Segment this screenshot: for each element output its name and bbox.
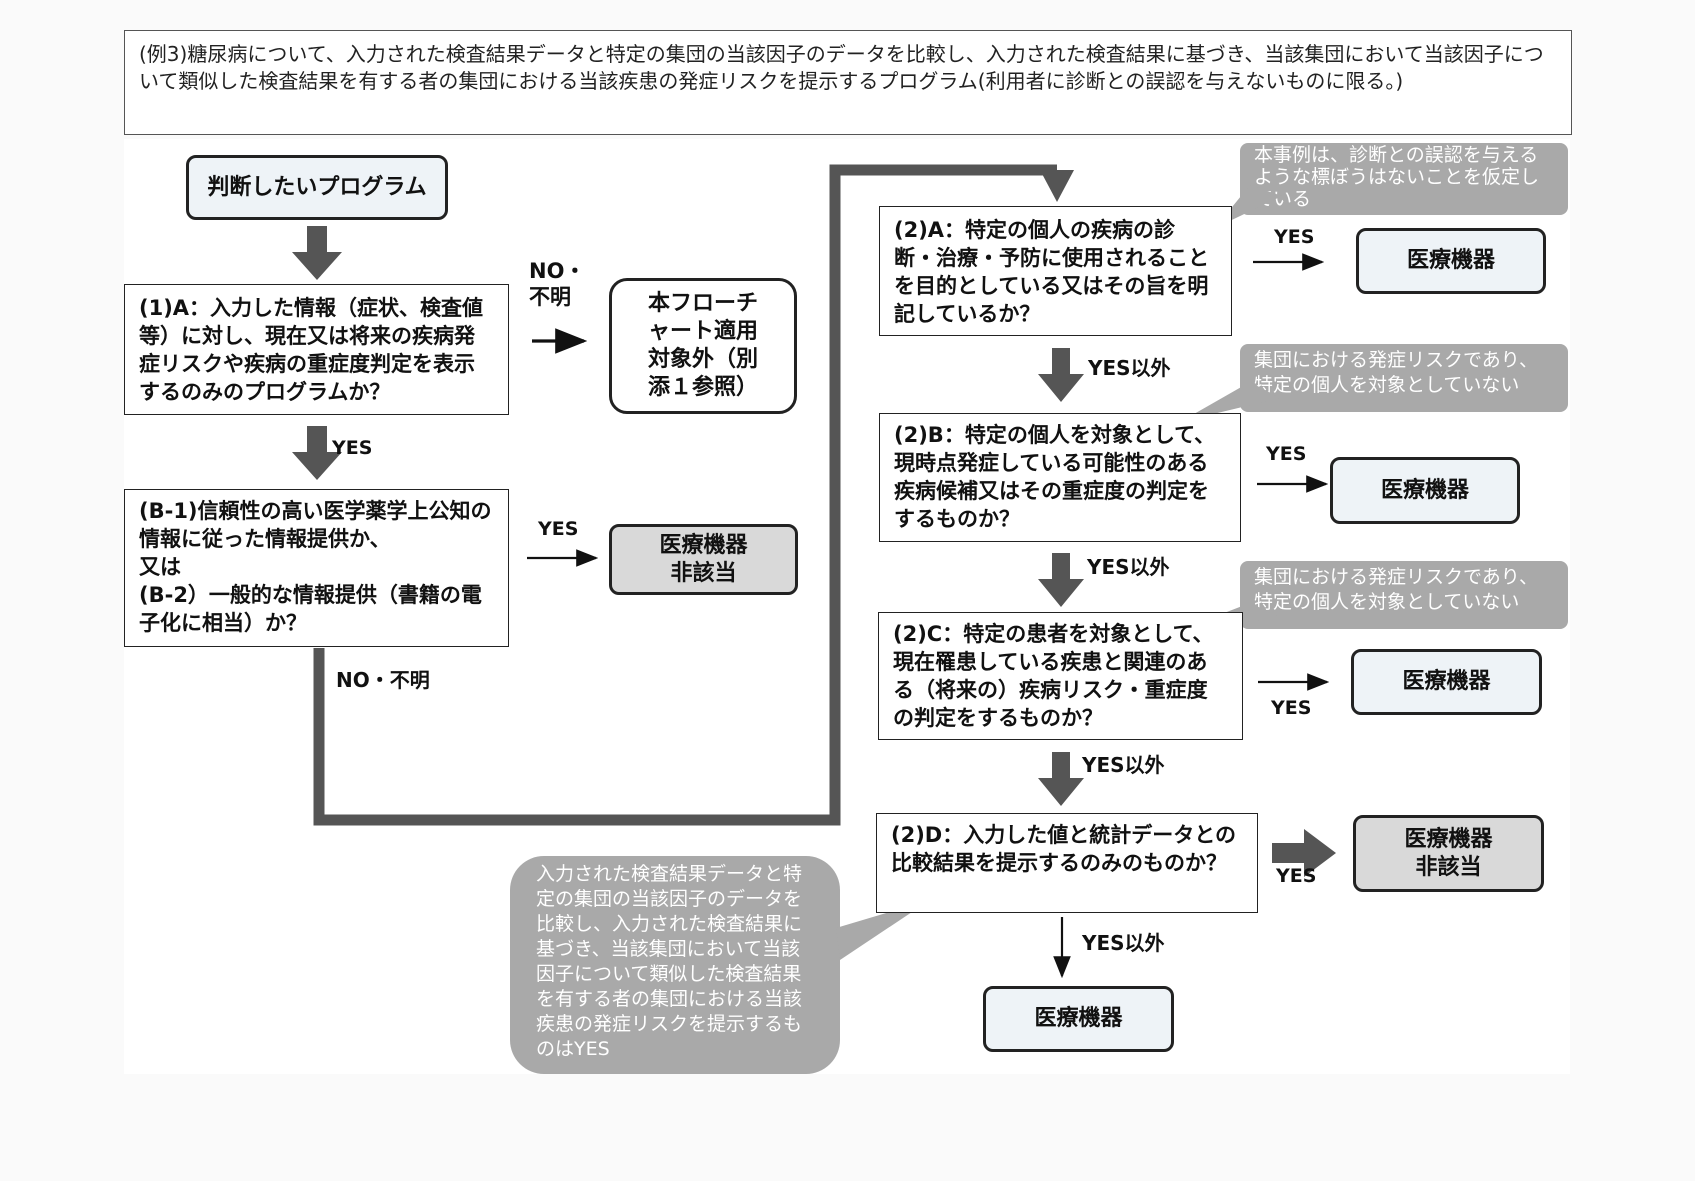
callout-2d: 入力された検査結果データと特定の集団の当該因子のデータを比較し、入力された検査結…: [510, 856, 840, 1074]
question-2c: (2)C：特定の患者を対象として、現在罹患している疾患と関連のある（将来の）疾病…: [878, 612, 1243, 740]
label-not-yes-2b: YES以外: [1087, 555, 1170, 579]
outcome-final-device: 医療機器: [983, 986, 1174, 1052]
outcome-b-not-device: 医療機器 非該当: [609, 524, 798, 595]
outcome-excluded: 本フローチャート適用対象外（別添１参照）: [609, 278, 797, 414]
label-yes-2d: YES: [1276, 865, 1317, 887]
question-2d: (2)D：入力した値と統計データとの比較結果を提示するのみのものか？: [876, 813, 1258, 913]
question-b: (B-1)信頼性の高い医学薬学上公知の情報に従った情報提供か、 又は (B-2）…: [124, 489, 509, 647]
down-arrows: [292, 170, 1336, 877]
callout-2a: 本事例は、診断との誤認を与えるような標ぼうはないことを仮定している: [1240, 143, 1568, 215]
outcome-2a-device: 医療機器: [1356, 228, 1546, 294]
question-1a: (1)A：入力した情報（症状、検査値等）に対し、現在又は将来の疾病発症リスクや疾…: [124, 284, 509, 415]
label-yes-2a: YES: [1274, 226, 1315, 248]
example-description: (例3)糖尿病について、入力された検査結果データと特定の集団の当該因子のデータを…: [124, 30, 1572, 135]
label-no-unknown-1a: NO・ 不明: [529, 259, 586, 309]
start-box: 判断したいプログラム: [186, 155, 448, 220]
label-yes-1a: YES: [332, 437, 373, 459]
callout-2d-pointer: [836, 900, 930, 960]
question-2a: (2)A：特定の個人の疾病の診断・治療・予防に使用されることを目的としている又は…: [879, 206, 1232, 336]
label-yes-b: YES: [538, 518, 579, 540]
label-no-unknown-b: NO・不明: [336, 668, 430, 692]
label-not-yes-2a: YES以外: [1088, 356, 1171, 380]
label-not-yes-2c: YES以外: [1082, 753, 1165, 777]
outcome-2b-device: 医療機器: [1330, 457, 1520, 524]
label-yes-2c: YES: [1271, 697, 1312, 719]
question-2b: (2)B：特定の個人を対象として、現時点発症している可能性のある疾病候補又はその…: [879, 413, 1241, 542]
callout-2b: 集団における発症リスクであり、特定の個人を対象としていない: [1240, 344, 1568, 412]
outcome-2d-not-device: 医療機器 非該当: [1353, 815, 1544, 892]
route-no-unknown: [313, 164, 1057, 826]
callout-2b-pointer: [1180, 382, 1280, 422]
outcome-2c-device: 医療機器: [1351, 649, 1542, 715]
label-yes-2b: YES: [1266, 443, 1307, 465]
callout-2c: 集団における発症リスクであり、特定の個人を対象としていない: [1240, 561, 1568, 629]
label-not-yes-2d: YES以外: [1082, 931, 1165, 955]
